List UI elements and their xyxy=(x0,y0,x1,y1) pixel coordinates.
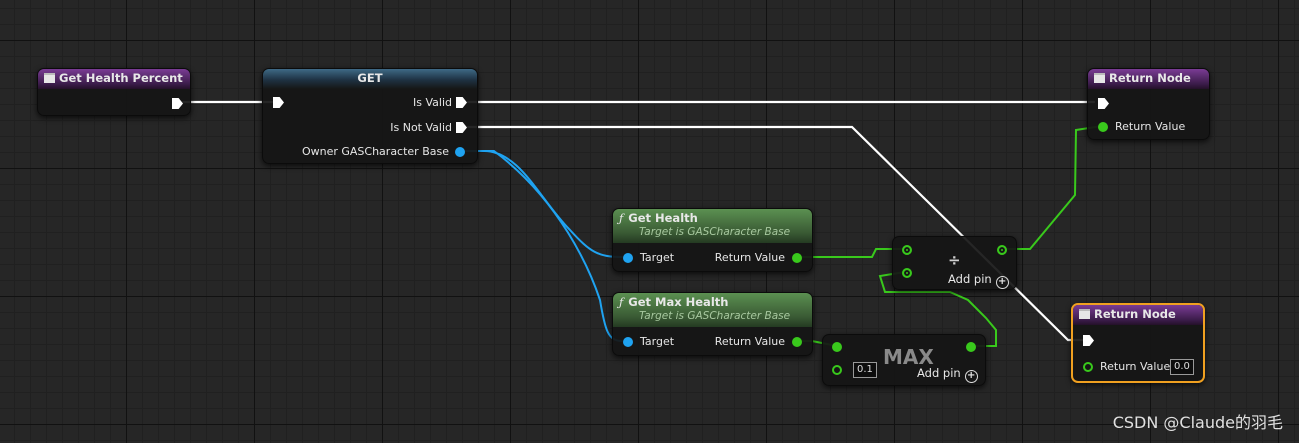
get-health-target-pin[interactable] xyxy=(623,253,633,263)
get-health-return-label: Return Value xyxy=(714,251,785,264)
max-add-pin-label: Add pin xyxy=(917,366,961,380)
get-health-header: ƒ Get Health Target is GASCharacter Base xyxy=(613,209,812,243)
get-is-not-valid-pin[interactable] xyxy=(456,122,467,133)
return-node-icon xyxy=(1079,309,1090,319)
max-input-b-field[interactable]: 0.1 xyxy=(853,362,877,378)
get-max-health-target-pin[interactable] xyxy=(623,337,633,347)
get-health-subtitle: Target is GASCharacter Base xyxy=(639,226,791,238)
float-wire-max-to-divide xyxy=(878,271,997,347)
return-node-top-header: Return Node xyxy=(1088,69,1209,89)
divide-node[interactable]: ÷ Add pin+ xyxy=(892,236,1017,290)
get-is-not-valid-label: Is Not Valid xyxy=(390,121,452,134)
get-max-health-return-pin[interactable] xyxy=(792,337,802,347)
divide-input-a-pin[interactable] xyxy=(902,245,912,255)
return-node-icon xyxy=(1094,73,1105,83)
return-node-top-title: Return Node xyxy=(1109,71,1191,85)
get-node[interactable]: GET Is Valid Is Not Valid Owner GASChara… xyxy=(262,68,478,164)
get-owner-label: Owner GASCharacter Base xyxy=(301,145,449,158)
get-health-target-label: Target xyxy=(640,251,675,264)
return-top-exec-in-pin[interactable] xyxy=(1098,98,1109,109)
entry-node[interactable]: Get Health Percent xyxy=(37,68,191,116)
get-max-health-subtitle: Target is GASCharacter Base xyxy=(639,310,791,322)
get-health-return-pin[interactable] xyxy=(792,253,802,263)
entry-node-title: Get Health Percent xyxy=(59,71,183,85)
return-bottom-exec-in-pin[interactable] xyxy=(1083,335,1094,346)
get-max-health-title: Get Max Health xyxy=(628,295,729,309)
plus-icon: + xyxy=(964,370,978,383)
return-node-bottom-header: Return Node xyxy=(1073,305,1203,325)
get-node-header: GET xyxy=(263,69,477,89)
float-wire-divide-to-return xyxy=(1002,125,1103,250)
return-node-bottom-title: Return Node xyxy=(1094,307,1176,321)
return-top-value-label: Return Value xyxy=(1115,120,1186,133)
get-node-title: GET xyxy=(357,71,383,85)
divide-symbol: ÷ xyxy=(948,251,961,269)
function-icon: ƒ xyxy=(619,295,624,309)
return-node-top[interactable]: Return Node Return Value xyxy=(1087,68,1210,140)
return-bottom-value-field[interactable]: 0.0 xyxy=(1170,359,1194,375)
divide-add-pin-button[interactable]: Add pin+ xyxy=(948,272,1009,289)
return-bottom-value-label: Return Value xyxy=(1100,360,1171,373)
get-max-health-target-label: Target xyxy=(640,335,675,348)
get-max-health-node[interactable]: ƒ Get Max Health Target is GASCharacter B… xyxy=(612,292,813,356)
get-health-title: Get Health xyxy=(628,211,698,225)
divide-add-pin-label: Add pin xyxy=(948,272,992,286)
return-top-value-pin[interactable] xyxy=(1098,122,1108,132)
max-input-b-pin[interactable] xyxy=(832,365,842,375)
plus-icon: + xyxy=(995,276,1009,289)
max-add-pin-button[interactable]: Add pin+ xyxy=(917,366,978,383)
entry-exec-out-pin[interactable] xyxy=(172,98,183,109)
entry-node-header: Get Health Percent xyxy=(38,69,190,89)
get-exec-in-pin[interactable] xyxy=(273,97,284,108)
float-wire-health-to-divide xyxy=(795,248,906,258)
return-node-bottom[interactable]: Return Node Return Value 0.0 xyxy=(1071,303,1205,383)
get-is-valid-label: Is Valid xyxy=(413,96,452,109)
function-entry-icon xyxy=(44,73,55,83)
object-wire-to-getmaxhealth xyxy=(459,150,623,342)
get-owner-pin[interactable] xyxy=(455,147,465,157)
return-bottom-value-pin[interactable] xyxy=(1083,362,1093,372)
divide-output-pin[interactable] xyxy=(997,245,1007,255)
max-input-a-pin[interactable] xyxy=(832,342,842,352)
object-wire-to-gethealth xyxy=(459,150,623,258)
divide-input-b-pin[interactable] xyxy=(902,268,912,278)
function-icon: ƒ xyxy=(619,211,624,225)
max-output-pin[interactable] xyxy=(966,342,976,352)
get-max-health-header: ƒ Get Max Health Target is GASCharacter B… xyxy=(613,293,812,327)
max-node[interactable]: 0.1 MAX Add pin+ xyxy=(822,334,986,386)
get-is-valid-pin[interactable] xyxy=(456,97,467,108)
watermark: CSDN @Claude的羽毛 xyxy=(1112,413,1283,432)
max-symbol: MAX xyxy=(883,345,934,369)
get-max-health-return-label: Return Value xyxy=(714,335,785,348)
